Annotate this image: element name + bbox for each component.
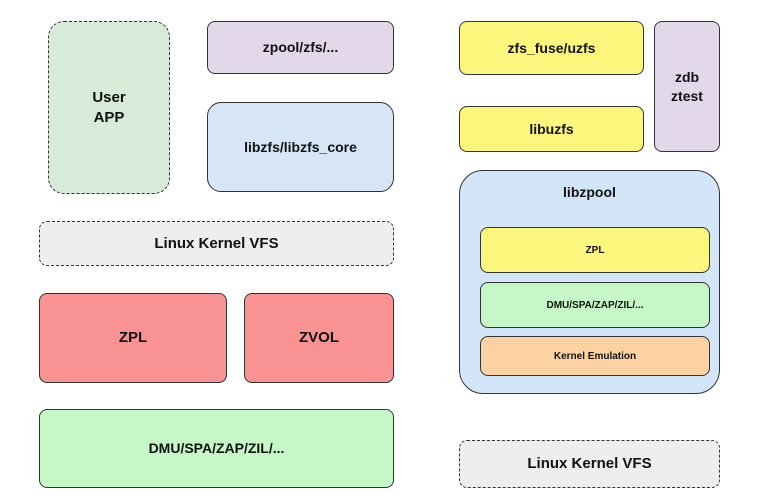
dmu-spa-zap-zil-userspace-box: DMU/SPA/ZAP/ZIL/... (480, 282, 710, 328)
zpl-kernel-box: ZPL (39, 293, 227, 383)
zvol-box: ZVOL (244, 293, 394, 383)
zdb-ztest-box: zdb ztest (654, 21, 720, 152)
linux-kernel-vfs-left-box: Linux Kernel VFS (39, 221, 394, 266)
libzpool-title: libzpool (563, 184, 616, 200)
linux-kernel-vfs-right-box: Linux Kernel VFS (459, 440, 720, 488)
zpool-zfs-tools-box: zpool/zfs/... (207, 21, 394, 74)
kernel-emulation-box: Kernel Emulation (480, 336, 710, 376)
user-app-box: User APP (48, 21, 170, 194)
libuzfs-box: libuzfs (459, 106, 644, 152)
dmu-spa-zap-zil-kernel-box: DMU/SPA/ZAP/ZIL/... (39, 409, 394, 488)
libzfs-box: libzfs/libzfs_core (207, 102, 394, 192)
zfs-fuse-uzfs-box: zfs_fuse/uzfs (459, 21, 644, 75)
zpl-userspace-box: ZPL (480, 227, 710, 273)
